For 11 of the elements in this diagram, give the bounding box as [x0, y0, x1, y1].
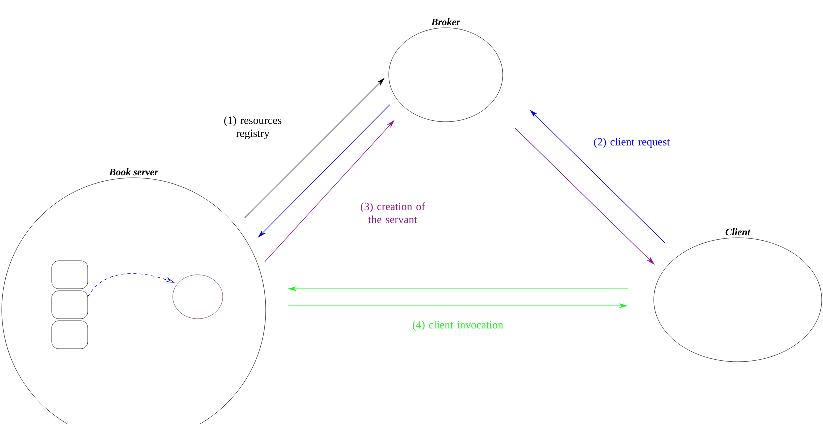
servant-ellipse: [172, 274, 224, 320]
node-label: Book server: [109, 168, 159, 176]
edge-label: (2) client request: [594, 138, 670, 148]
node-label: Broker: [431, 18, 461, 26]
rounded-box: [52, 260, 88, 290]
node-label: Client: [726, 228, 751, 236]
edge-label: (1) resources registry: [224, 116, 282, 140]
edge-label: (3) creation of the servant: [361, 202, 426, 224]
rounded-box: [52, 320, 88, 350]
rounded-box: [52, 290, 88, 320]
edge-label: (4) client invocation: [412, 321, 504, 331]
